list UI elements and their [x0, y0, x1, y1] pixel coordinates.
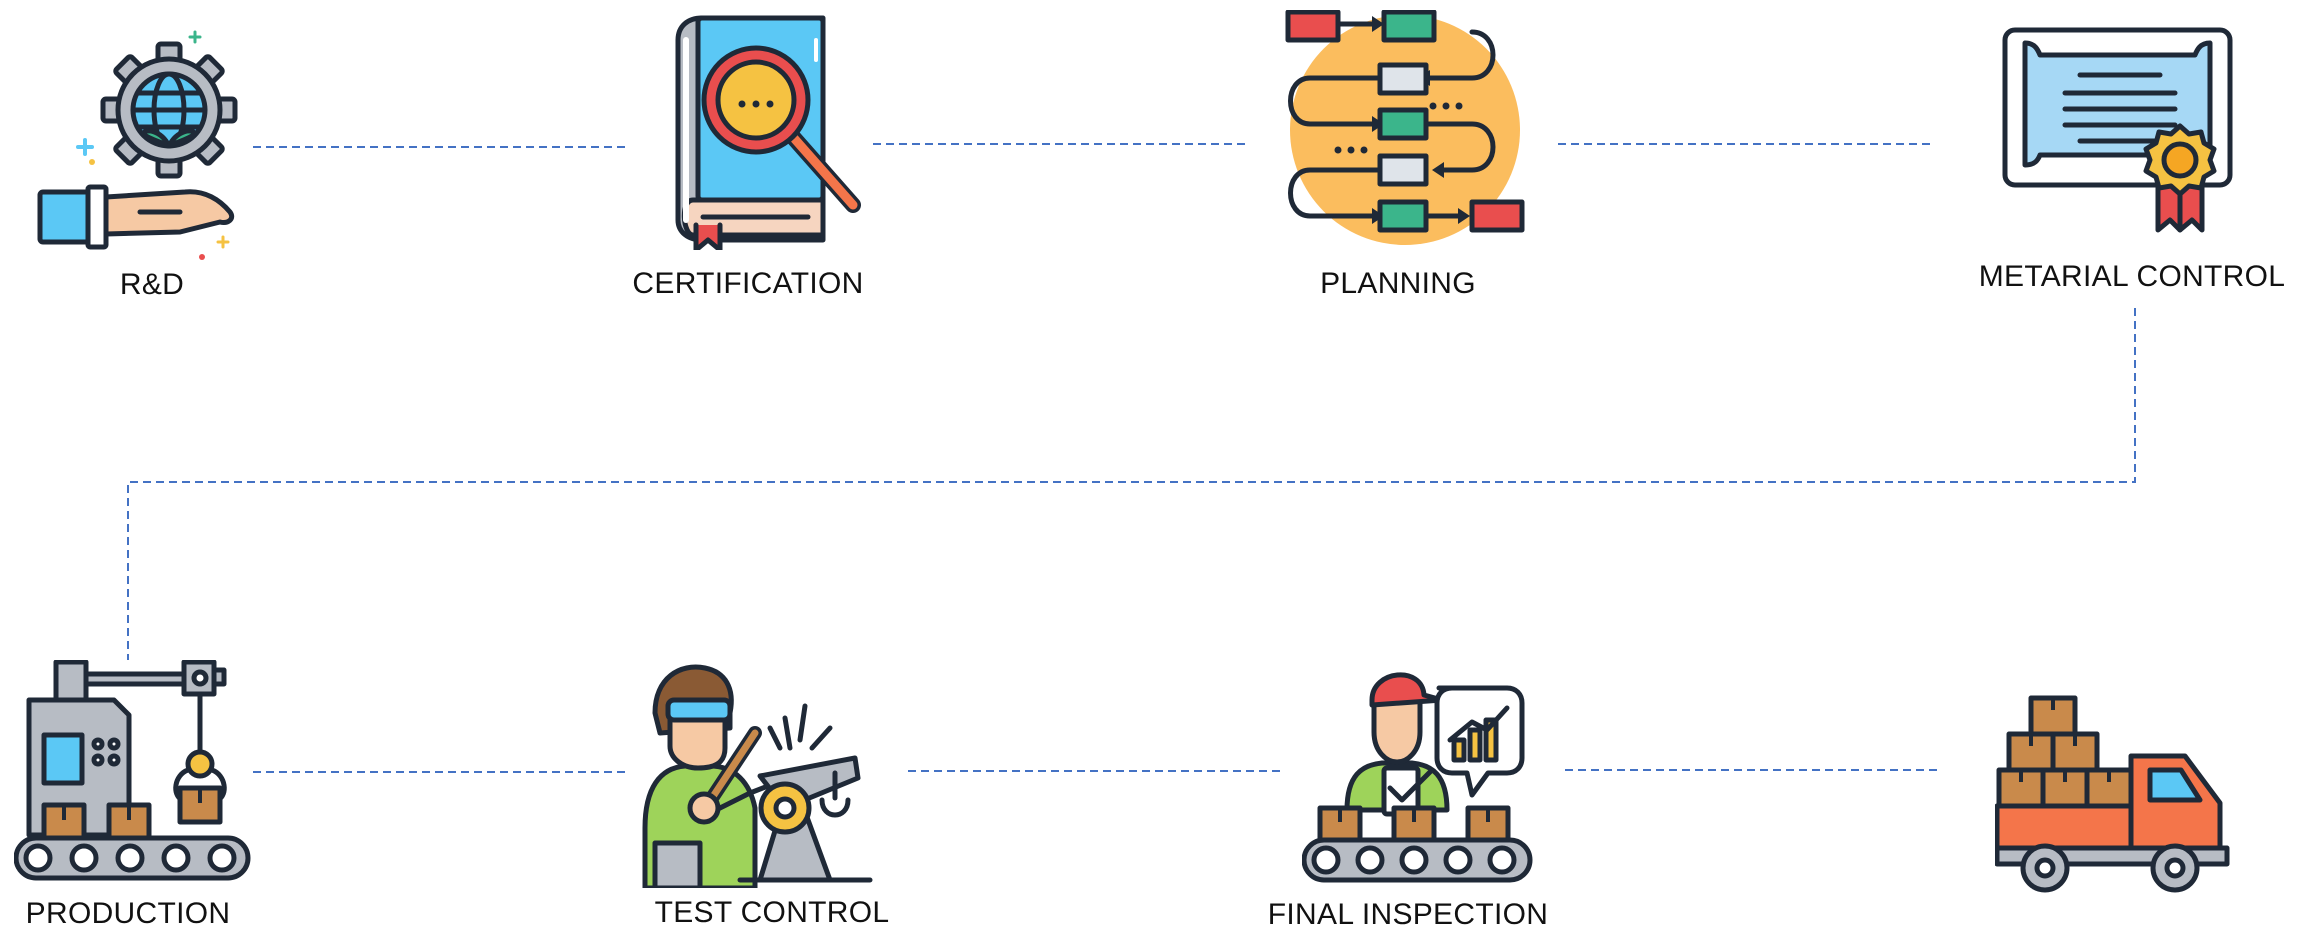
- step-label-production: PRODUCTION: [25, 897, 231, 930]
- inspector-conveyor-icon: [1302, 672, 1533, 883]
- book-magnifier-icon: [675, 15, 861, 250]
- connector-material-production: [127, 308, 2136, 660]
- delivery-truck-icon: [1995, 695, 2230, 893]
- step-label-rd: R&D: [119, 268, 185, 301]
- certificate-icon: [2002, 27, 2233, 233]
- step-label-planning: PLANNING: [1320, 267, 1476, 300]
- step-label-certification: CERTIFICATION: [632, 267, 864, 300]
- flowchart-icon: [1285, 10, 1525, 245]
- step-label-final: FINAL INSPECTION: [1267, 898, 1549, 931]
- robot-conveyor-icon: [14, 660, 251, 881]
- step-label-test: TEST CONTROL: [654, 896, 890, 929]
- step-label-material: METARIAL CONTROL: [1978, 260, 2286, 293]
- gear-globe-hand-icon: [37, 30, 238, 260]
- engineer-robot-arm-icon: [642, 664, 873, 888]
